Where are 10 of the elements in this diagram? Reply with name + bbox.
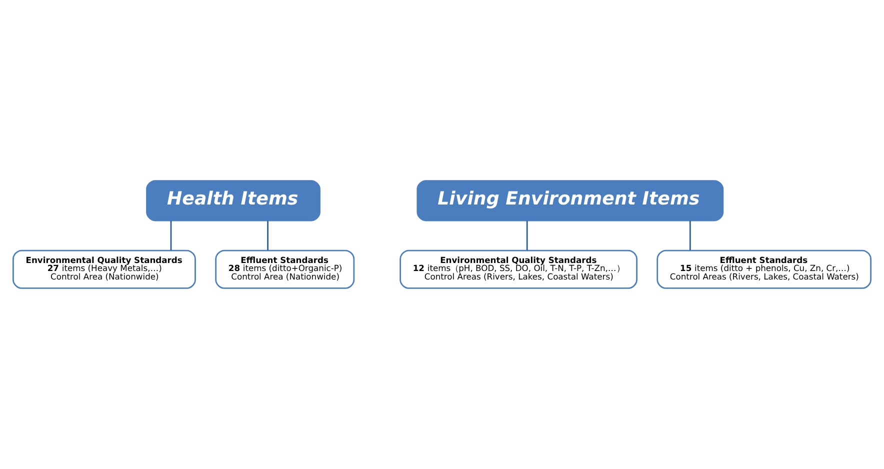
connector [526, 220, 528, 250]
connector [170, 220, 172, 250]
node-box: Effluent Standards 28 items (ditto+Organic-P) Control Area (Nationwide) [215, 250, 355, 289]
connector [267, 220, 268, 250]
node-box: Environmental Quality Standards 12 items（pH, BOD, SS, DO, Oil, T-N, T-P, T-Zn,…） Control Areas (Rivers, Lakes, Coastal Waters) [400, 250, 638, 289]
node-box: Effluent Standards 15 items (ditto + phenols, Cu, Zn, Cr,…) Control Areas (Rivers, Lakes, Coastal Waters) [656, 250, 872, 289]
node-box: Environmental Quality Standards 27 items (Heavy Metals,…) Control Area (Nationwide) [12, 250, 196, 289]
node-box: Health Items [146, 180, 320, 222]
connector [689, 220, 691, 250]
node-box: Living Environment Items [416, 180, 724, 222]
